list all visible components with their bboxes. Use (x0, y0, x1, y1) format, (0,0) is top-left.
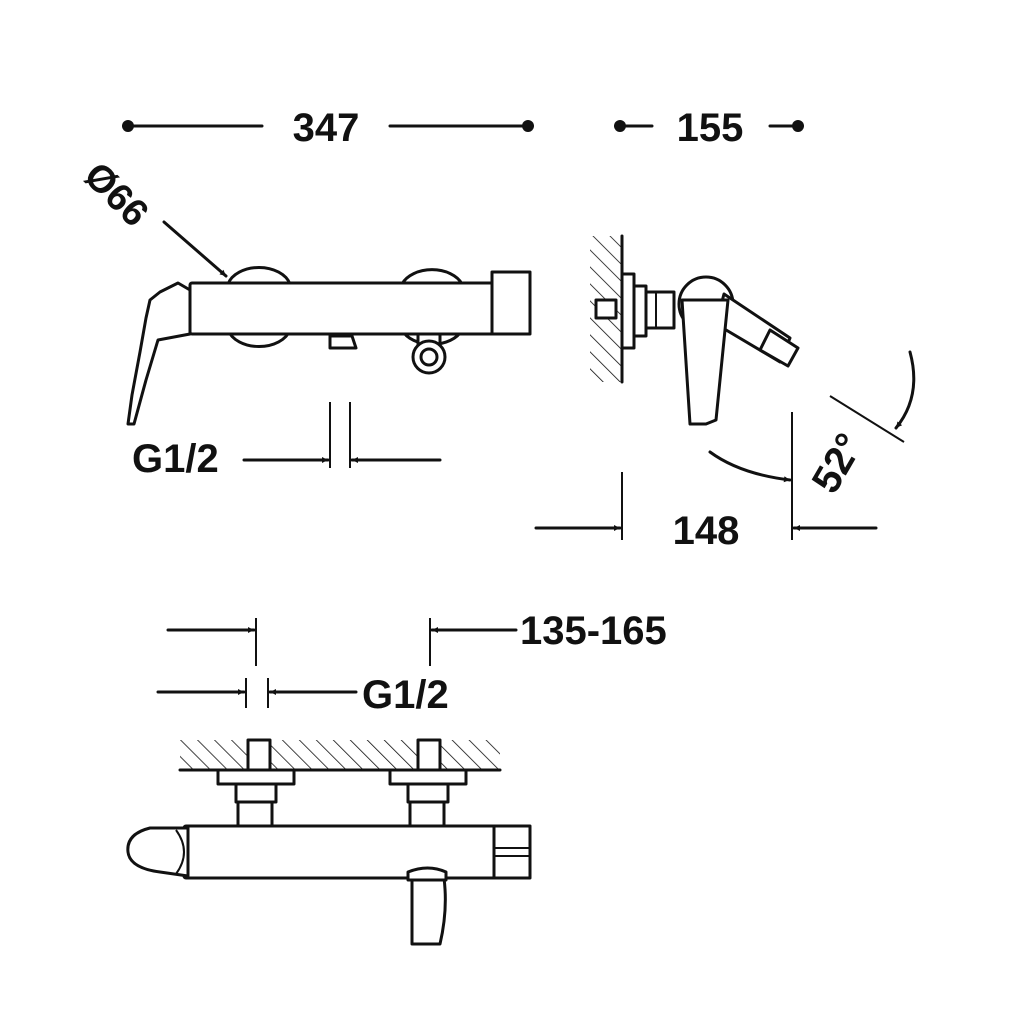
spout-offset-label: 148 (673, 509, 740, 553)
top-view: 135-165 G1/2 (126, 609, 667, 946)
diverter-nub (328, 334, 358, 350)
mixer-body (188, 281, 530, 336)
dimension-width-total: 347 (122, 106, 534, 150)
dimension-swivel-angle: 52° (708, 350, 916, 501)
inlet-thread-bottom-label: G1/2 (362, 673, 449, 717)
lever-handle-top (126, 826, 190, 878)
inlet-thread-top-label: G1/2 (132, 437, 219, 481)
outlet-connector (411, 332, 447, 375)
dimension-wall-projection: 155 (614, 106, 804, 150)
spout-top (410, 876, 447, 946)
inlet-center-range-label: 135-165 (520, 609, 667, 653)
temperature-knob (490, 270, 532, 336)
side-view: 155 148 52° (534, 106, 916, 553)
dimension-spout-offset: 148 (534, 412, 878, 553)
lever-handle (126, 281, 192, 426)
mixer-body-top (182, 824, 530, 880)
swivel-angle-label: 52° (804, 426, 872, 500)
wall-projection-label: 155 (677, 106, 744, 150)
temperature-knob-top (492, 824, 532, 880)
inlet-left (216, 738, 296, 828)
spout-tip-side (758, 328, 800, 368)
lever-side (680, 298, 730, 426)
width-total-label: 347 (293, 106, 360, 150)
dimension-handle-diameter: Ø66 (76, 155, 228, 278)
eccentric-connector-side (632, 284, 648, 338)
dimension-inlet-thread-bottom: G1/2 (156, 673, 449, 717)
front-view: 347 Ø66 G1/2 (76, 106, 534, 481)
wall-flange-side (620, 272, 636, 350)
wall-hatch-top (180, 740, 500, 770)
connector-nut-side (644, 290, 676, 330)
dimension-inlet-center-range: 135-165 (166, 609, 667, 666)
dimension-inlet-thread-top: G1/2 (132, 402, 442, 481)
handle-diameter-label: Ø66 (76, 155, 156, 235)
inlet-right (388, 738, 468, 828)
pipe-stub-side (594, 298, 618, 320)
